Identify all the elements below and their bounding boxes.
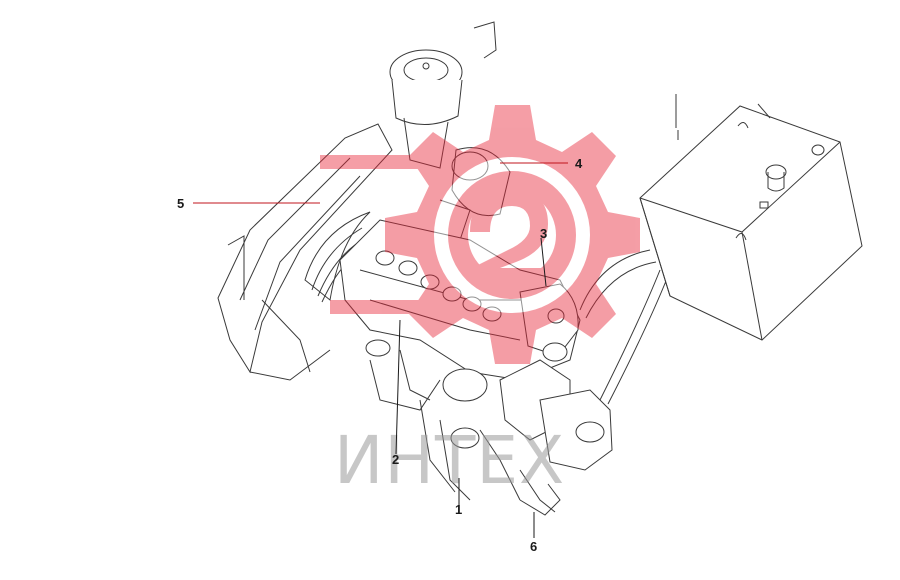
callout-leaders xyxy=(193,162,568,538)
gear-icon xyxy=(385,105,640,364)
intake-pipe xyxy=(439,147,511,241)
radiator xyxy=(217,123,393,381)
air-filter xyxy=(389,21,497,169)
hoses xyxy=(579,249,669,405)
watermark-logo xyxy=(320,105,640,364)
callout-1: 1 xyxy=(455,502,462,517)
fan xyxy=(304,211,371,303)
callout-5: 5 xyxy=(177,196,184,211)
engine-lower-assembly xyxy=(365,339,613,516)
callout-6: 6 xyxy=(530,539,537,554)
watermark-text: ИНТЕХ xyxy=(334,422,565,499)
callout-2: 2 xyxy=(392,452,399,467)
callout-3: 3 xyxy=(540,226,547,241)
callout-4: 4 xyxy=(575,156,583,171)
tank xyxy=(639,94,863,341)
